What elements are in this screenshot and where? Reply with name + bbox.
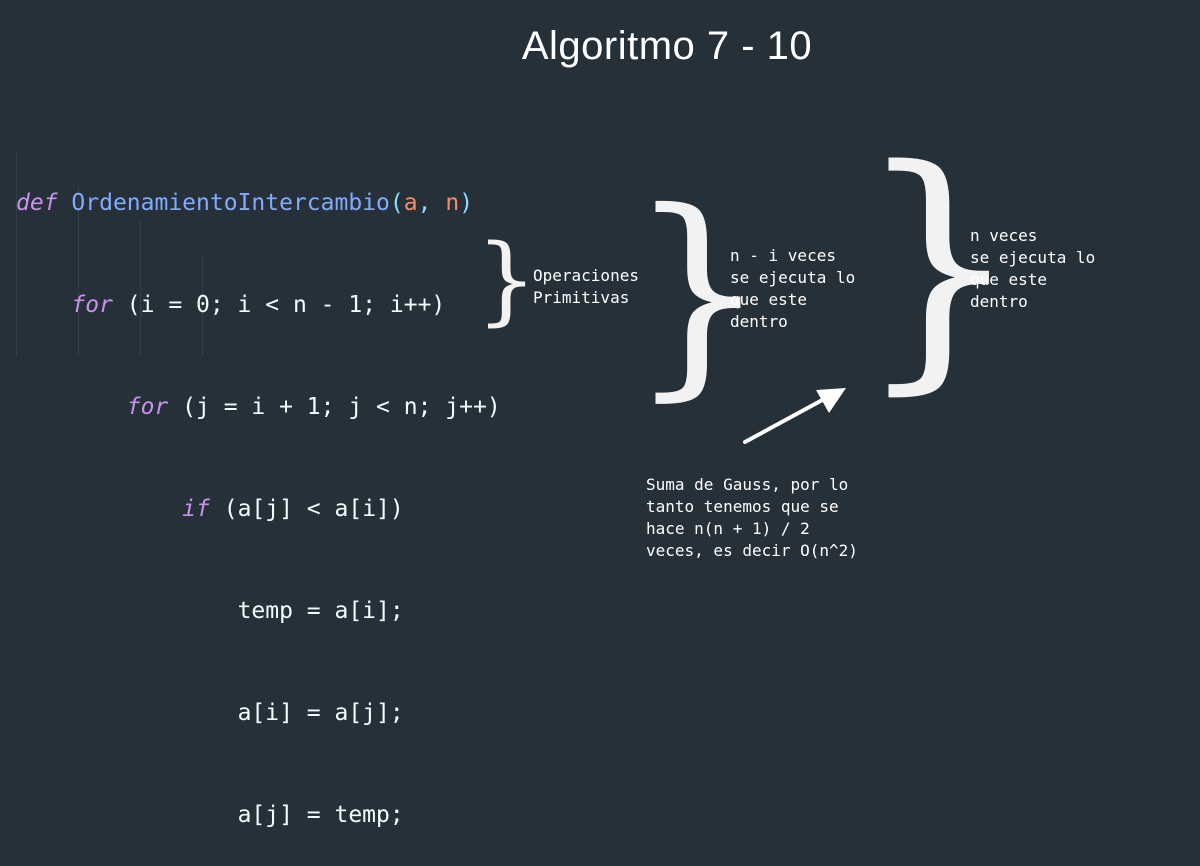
brace-outer-loop: } bbox=[856, 115, 1022, 417]
keyword: if bbox=[182, 496, 210, 522]
for-header: (j = i + 1; j < n; j++) bbox=[168, 394, 501, 420]
code-line-assign-temp: temp = a[i]; bbox=[16, 594, 501, 628]
code-line-for-i: for (i = 0; i < n - 1; i++) bbox=[16, 288, 501, 322]
paren-open: ( bbox=[389, 190, 404, 216]
note-gauss: Suma de Gauss, por lo tanto tenemos que … bbox=[646, 475, 858, 560]
statement: a[j] = temp; bbox=[237, 802, 404, 828]
param-n: n bbox=[445, 190, 460, 216]
function-name: OrdenamientoIntercambio bbox=[71, 190, 390, 216]
code-line-assign-ai: a[i] = a[j]; bbox=[16, 696, 501, 730]
code-line-if: if (a[j] < a[i]) bbox=[16, 492, 501, 526]
note-inner-loop: n - i veces se ejecuta lo que este dentr… bbox=[730, 246, 856, 331]
code-line-assign-aj: a[j] = temp; bbox=[16, 798, 501, 832]
code-line-def: def OrdenamientoIntercambio(a, n) bbox=[16, 186, 501, 220]
keyword: def bbox=[16, 190, 58, 216]
for-header: (i = 0; i < n - 1; i++) bbox=[112, 292, 446, 318]
brace-primitives: } bbox=[476, 224, 538, 336]
paren-close: ) bbox=[459, 190, 474, 216]
indent-guide bbox=[78, 186, 79, 356]
arrow-icon bbox=[743, 388, 846, 444]
code-line-for-j: for (j = i + 1; j < n; j++) bbox=[16, 390, 501, 424]
page-title: Algoritmo 7 - 10 bbox=[521, 24, 813, 68]
statement: temp = a[i]; bbox=[237, 598, 404, 624]
brace-inner-loop: } bbox=[628, 164, 768, 420]
indent-guide bbox=[16, 152, 17, 356]
if-condition: (a[j] < a[i]) bbox=[209, 496, 404, 522]
code-block: def OrdenamientoIntercambio(a, n) for (i… bbox=[16, 118, 501, 866]
note-primitives: Operaciones Primitivas bbox=[533, 266, 639, 307]
note-outer-loop: n veces se ejecuta lo que este dentro bbox=[970, 226, 1096, 311]
param-a: a bbox=[403, 190, 418, 216]
keyword: for bbox=[126, 394, 169, 420]
keyword: for bbox=[71, 292, 113, 318]
param-separator: , bbox=[417, 190, 446, 216]
indent-guide bbox=[140, 220, 141, 356]
indent-guide bbox=[202, 254, 203, 356]
statement: a[i] = a[j]; bbox=[237, 700, 404, 726]
